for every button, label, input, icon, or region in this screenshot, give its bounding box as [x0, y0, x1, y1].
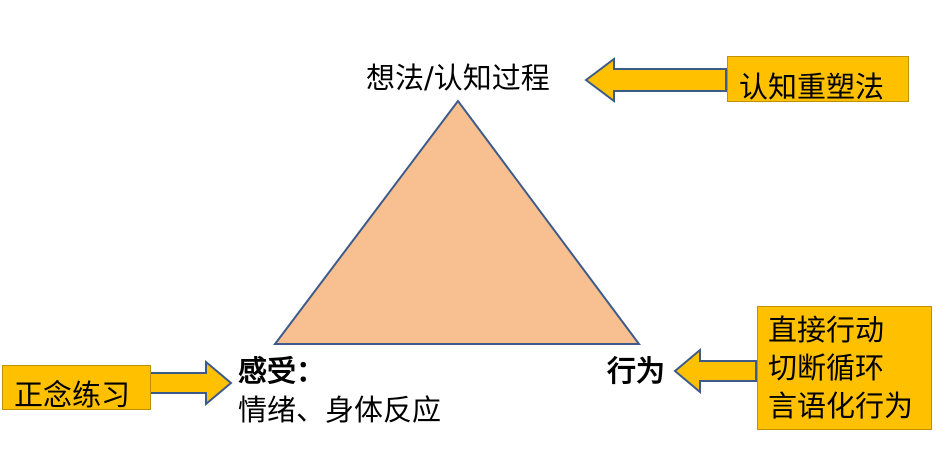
intervention-box-mindfulness: 正念练习 [2, 365, 151, 412]
intervention-line: 直接行动 [768, 313, 885, 347]
intervention-box-cognitive-restructuring: 认知重塑法 [727, 56, 909, 104]
vertex-sublabel-feelings: 情绪、身体反应 [238, 393, 442, 427]
thought-feeling-behavior-triangle [272, 99, 641, 345]
arrow-behavioral-to-behavior [673, 347, 757, 395]
intervention-box-behavioral: 直接行动 切断循环 言语化行为 [757, 306, 932, 430]
arrow-mindfulness-to-feelings [149, 359, 233, 407]
intervention-line: 言语化行为 [768, 389, 914, 423]
vertex-label-feelings: 感受： [238, 354, 326, 388]
intervention-line: 切断循环 [768, 351, 885, 385]
arrow-cognitive-to-thoughts [584, 57, 727, 103]
intervention-line: 正念练习 [14, 378, 131, 412]
intervention-line: 认知重塑法 [739, 70, 885, 104]
vertex-label-behavior: 行为 [607, 354, 666, 388]
vertex-label-thoughts: 想法/认知过程 [366, 61, 550, 95]
